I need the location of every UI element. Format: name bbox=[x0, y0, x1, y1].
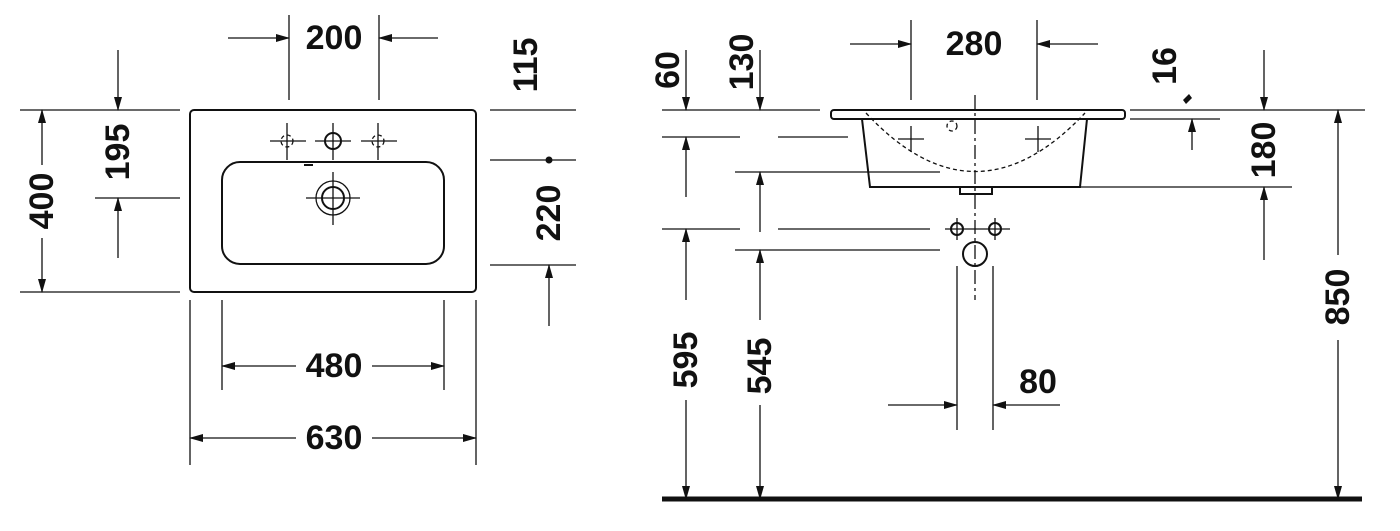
dim-drain-offset: 195 bbox=[99, 124, 137, 181]
trap-icon bbox=[945, 218, 1010, 430]
tap-hole-center bbox=[315, 123, 351, 160]
tap-hole-left bbox=[270, 123, 306, 160]
dim-drain-to-edge: 220 bbox=[530, 185, 568, 242]
dim-tap-spacing-side: 280 bbox=[946, 25, 1003, 63]
dim-depth-total: 400 bbox=[23, 173, 61, 230]
dim-width-total: 630 bbox=[306, 419, 363, 457]
sink-body bbox=[861, 118, 1088, 188]
dim-tap-spacing: 200 bbox=[306, 19, 363, 57]
sink-outline bbox=[189, 109, 477, 293]
sink-rim bbox=[830, 109, 1126, 120]
dim-trap-height-b: 545 bbox=[741, 338, 779, 395]
side-view: 280 60 595 130 545 80 16 180 850 bbox=[649, 20, 1365, 502]
plan-view: 200 115 220 195 400 480 630 bbox=[20, 15, 576, 465]
drain-outlet bbox=[959, 187, 993, 195]
basin-outline bbox=[221, 161, 445, 265]
dim-rim-thickness: 16 bbox=[1146, 47, 1184, 85]
dim-rim-offset-a: 60 bbox=[649, 51, 687, 89]
dim-tap-offset: 115 bbox=[507, 38, 545, 93]
dim-rim-offset-b: 130 bbox=[723, 34, 761, 91]
dim-basin-height: 180 bbox=[1245, 122, 1283, 179]
dim-mounting-height: 850 bbox=[1319, 269, 1357, 326]
dim-trap-height-a: 595 bbox=[667, 332, 705, 389]
drain-icon bbox=[306, 172, 360, 225]
tap-hole-right bbox=[361, 123, 397, 160]
dim-basin-width: 480 bbox=[306, 347, 363, 385]
dim-trap-width: 80 bbox=[1019, 363, 1057, 401]
